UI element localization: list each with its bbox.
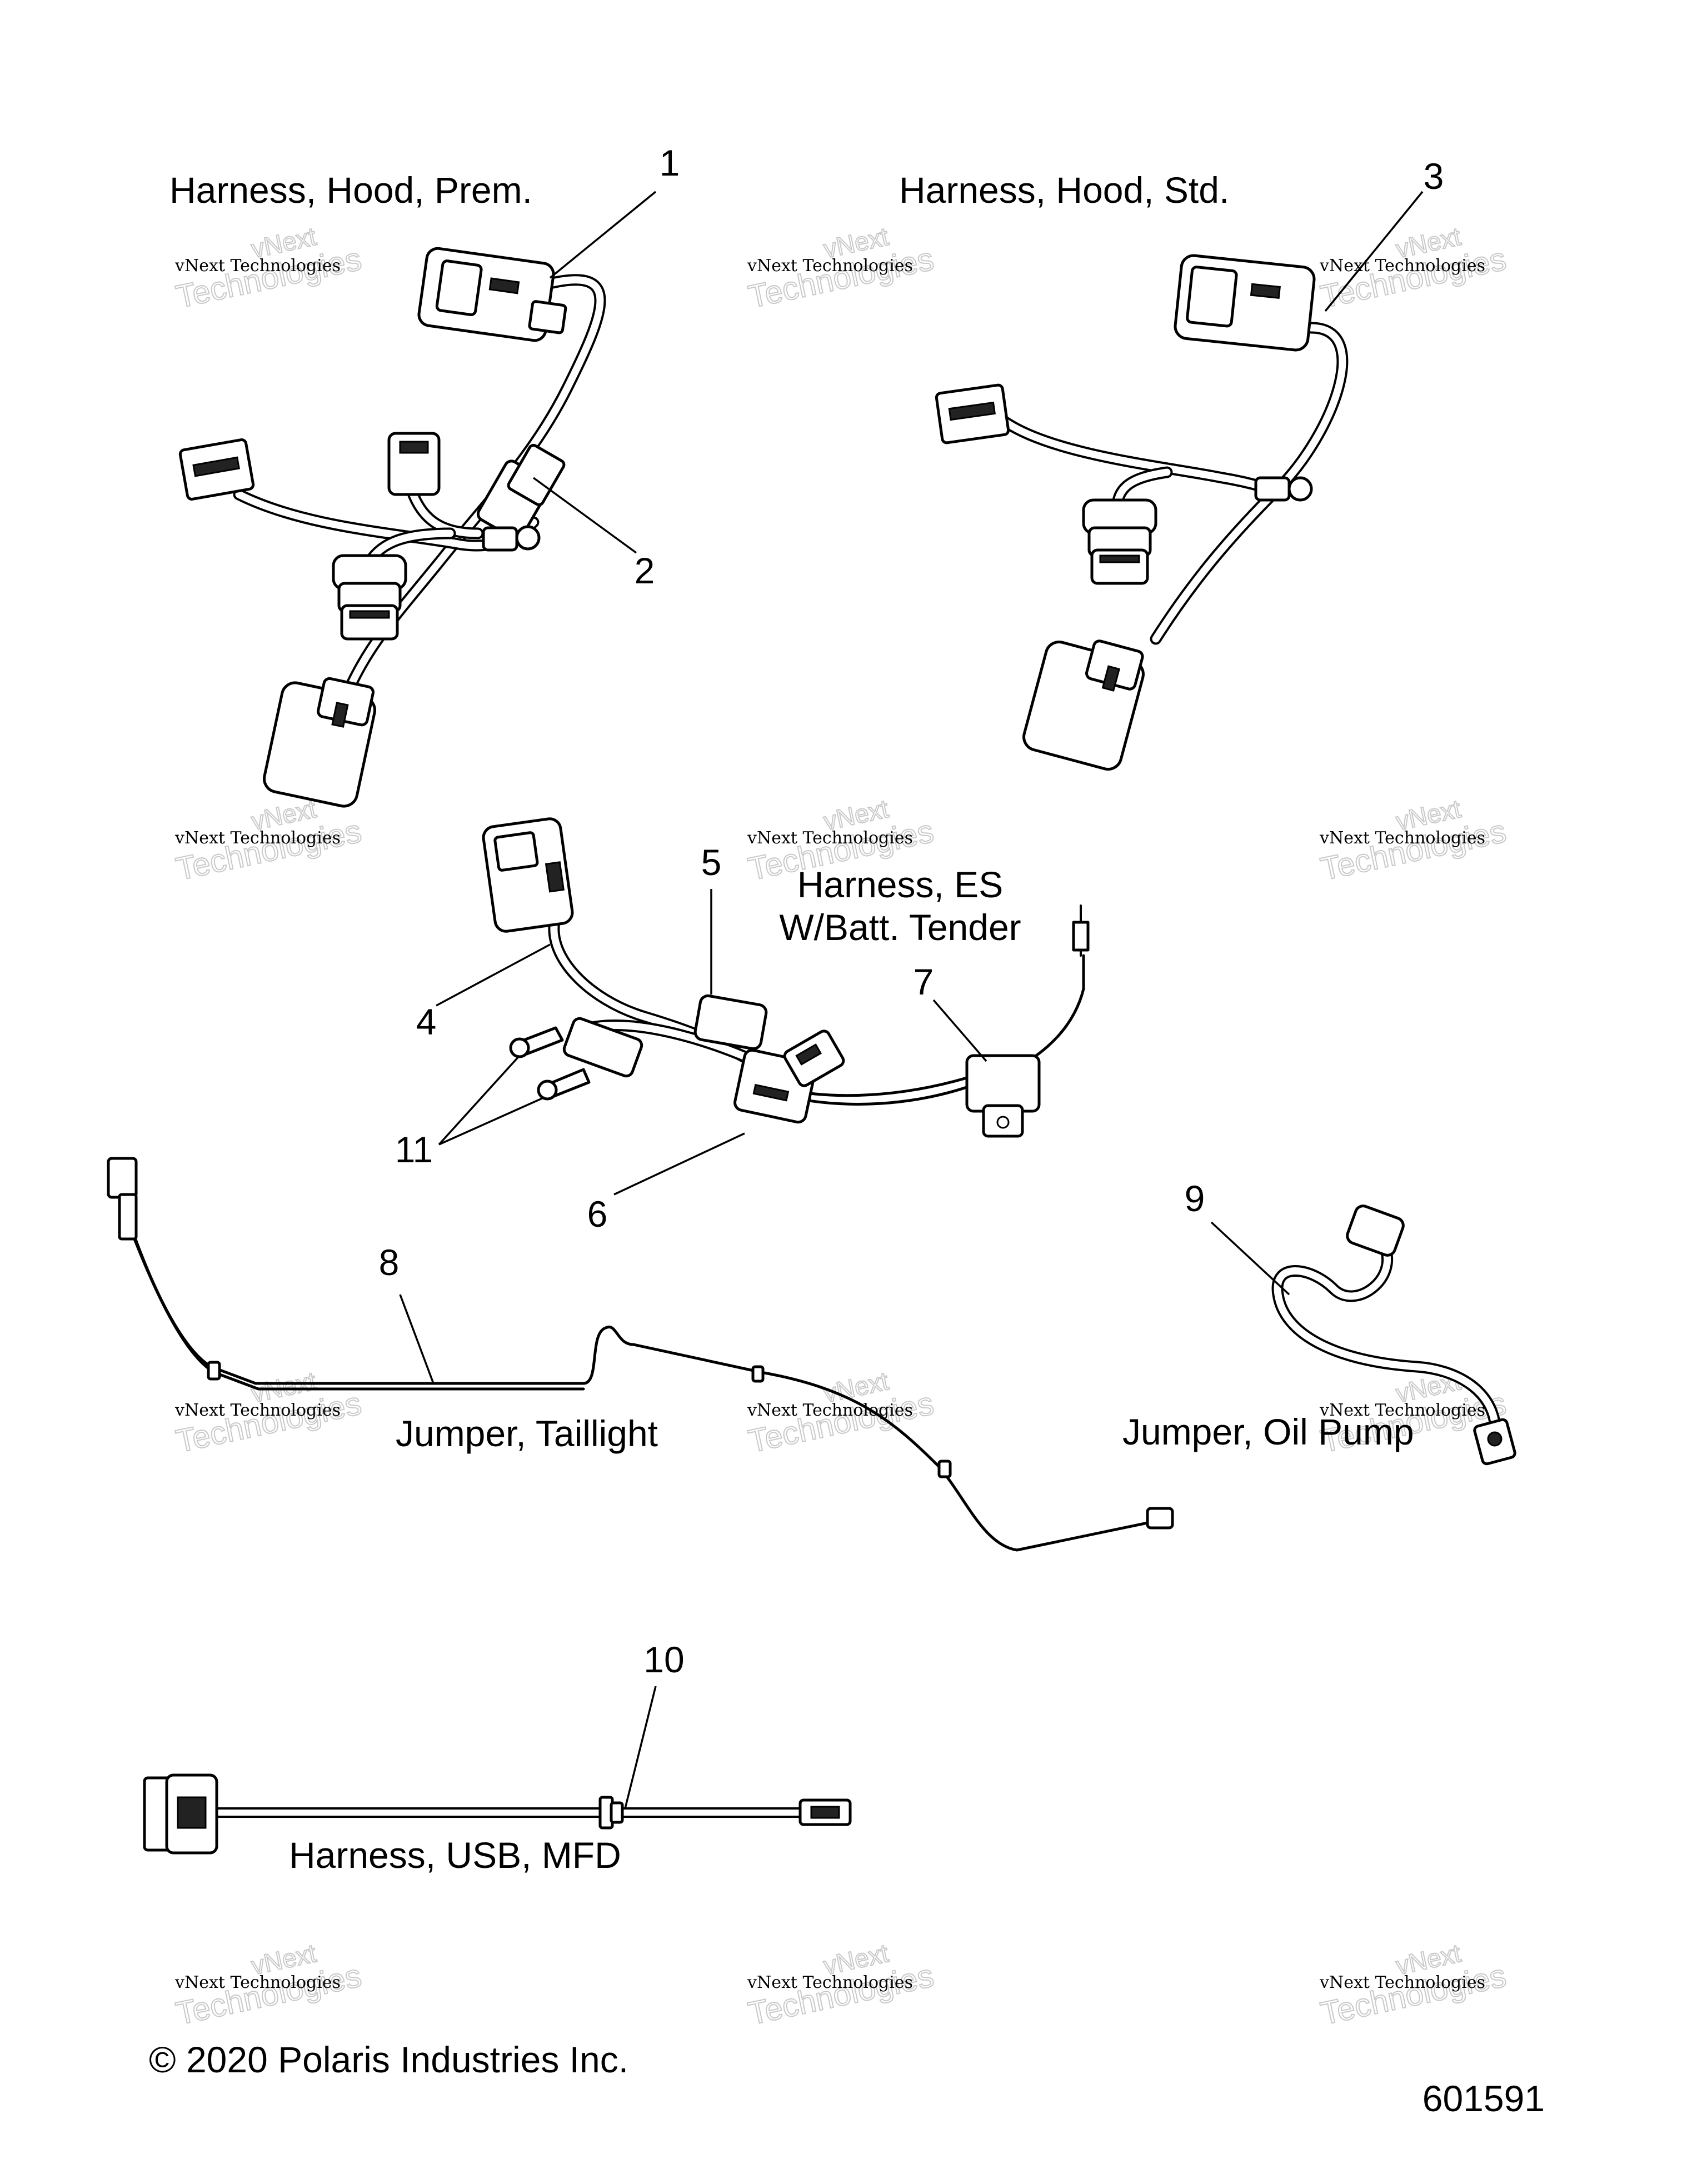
title-harness-es: Harness, ES: [797, 864, 1003, 905]
watermark: [172, 1366, 365, 1461]
watermark: [172, 221, 365, 316]
leader-8: [399, 1294, 435, 1384]
callout-2: 2: [635, 550, 655, 591]
leader-11b: [438, 1096, 545, 1146]
watermark: [172, 1938, 365, 2033]
leader-7: [932, 999, 987, 1062]
title-batt-tender: W/Batt. Tender: [779, 907, 1021, 948]
leader-2: [532, 477, 637, 554]
callout-1: 1: [660, 142, 680, 183]
copyright-text: © 2020 Polaris Industries Inc.: [149, 2039, 628, 2080]
watermark: [1317, 221, 1510, 316]
leader-10: [624, 1686, 657, 1809]
leader-1: [549, 191, 657, 279]
title-jumper-taillight: Jumper, Taillight: [396, 1413, 658, 1454]
watermark: [745, 1938, 937, 2033]
watermark: [745, 221, 937, 316]
callout-3: 3: [1424, 156, 1444, 197]
callout-9: 9: [1185, 1178, 1205, 1219]
jumper-oil-pump: [1210, 1205, 1516, 1466]
title-jumper-oil-pump: Jumper, Oil Pump: [1122, 1411, 1414, 1452]
callout-10: 10: [643, 1639, 684, 1680]
title-harness-hood-std: Harness, Hood, Std.: [899, 169, 1229, 211]
callout-7: 7: [914, 961, 934, 1002]
harness-usb-mfd: [143, 1686, 852, 1855]
watermark: [745, 1366, 937, 1461]
leader-9: [1210, 1221, 1290, 1296]
jumper-taillight: [107, 1157, 1174, 1552]
title-harness-hood-prem: Harness, Hood, Prem.: [169, 169, 532, 211]
leader-3: [1324, 191, 1424, 312]
leader-4: [436, 943, 551, 1007]
callout-6: 6: [587, 1193, 608, 1235]
callout-5: 5: [701, 842, 722, 883]
leader-6: [613, 1132, 745, 1196]
title-harness-usb-mfd: Harness, USB, MFD: [289, 1835, 621, 1876]
figure-number: 601591: [1422, 2078, 1545, 2119]
harness-es-batt-tender: [436, 817, 1090, 1196]
watermark: [172, 793, 365, 888]
watermark: [1317, 793, 1510, 888]
callout-4: 4: [416, 1001, 437, 1042]
harness-hood-prem: [178, 191, 657, 808]
harness-hood-std: [935, 191, 1424, 771]
callout-11: 11: [395, 1129, 433, 1170]
leader-11a: [438, 1054, 521, 1146]
watermark: [1317, 1938, 1510, 2033]
callout-8: 8: [379, 1242, 400, 1283]
